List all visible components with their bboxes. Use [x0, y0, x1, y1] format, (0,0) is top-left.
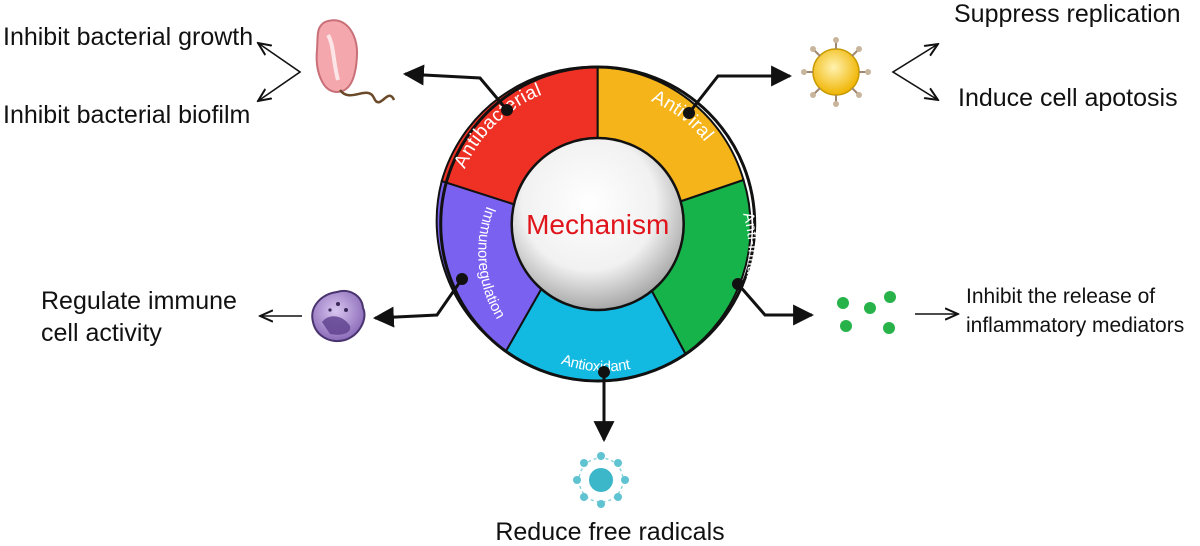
- connector-immunoregulation: [372, 278, 464, 328]
- center-sphere: [510, 136, 685, 312]
- ring-outer-border: [439, 65, 757, 383]
- connector-arrows: [372, 64, 815, 443]
- label-regulate-immune: Regulate immune: [41, 287, 237, 315]
- label-inhibit-release: Inhibit the release of: [966, 285, 1155, 308]
- connector-antiviral: [687, 65, 793, 114]
- fork-left-arrows: [258, 43, 302, 101]
- virus-icon: [801, 37, 871, 107]
- label-suppress-replication: Suppress replication: [954, 0, 1181, 28]
- label-inflammatory-mediators: inflammatory mediators: [966, 314, 1184, 337]
- center-label: Mechanism: [526, 209, 669, 240]
- connector-anti-inflammatory: [736, 283, 815, 326]
- label-inhibit-bacterial-growth: Inhibit bacterial growth: [3, 23, 253, 51]
- fork-right-arrows: [891, 44, 938, 100]
- label-inhibit-bacterial-biofilm: Inhibit bacterial biofilm: [3, 101, 250, 129]
- inflammatory-mediators-icon: [837, 291, 896, 334]
- label-induce-cell-apotosis: Induce cell apotosis: [958, 84, 1178, 112]
- immune-cell-icon: [311, 290, 366, 342]
- bacterium-icon: [315, 19, 396, 104]
- free-radical-icon: [573, 452, 629, 508]
- label-cell-activity: cell activity: [41, 319, 162, 347]
- label-reduce-free-radicals: Reduce free radicals: [495, 518, 724, 546]
- outcome-arrows: [258, 43, 958, 316]
- connector-antibacterial: [402, 64, 509, 111]
